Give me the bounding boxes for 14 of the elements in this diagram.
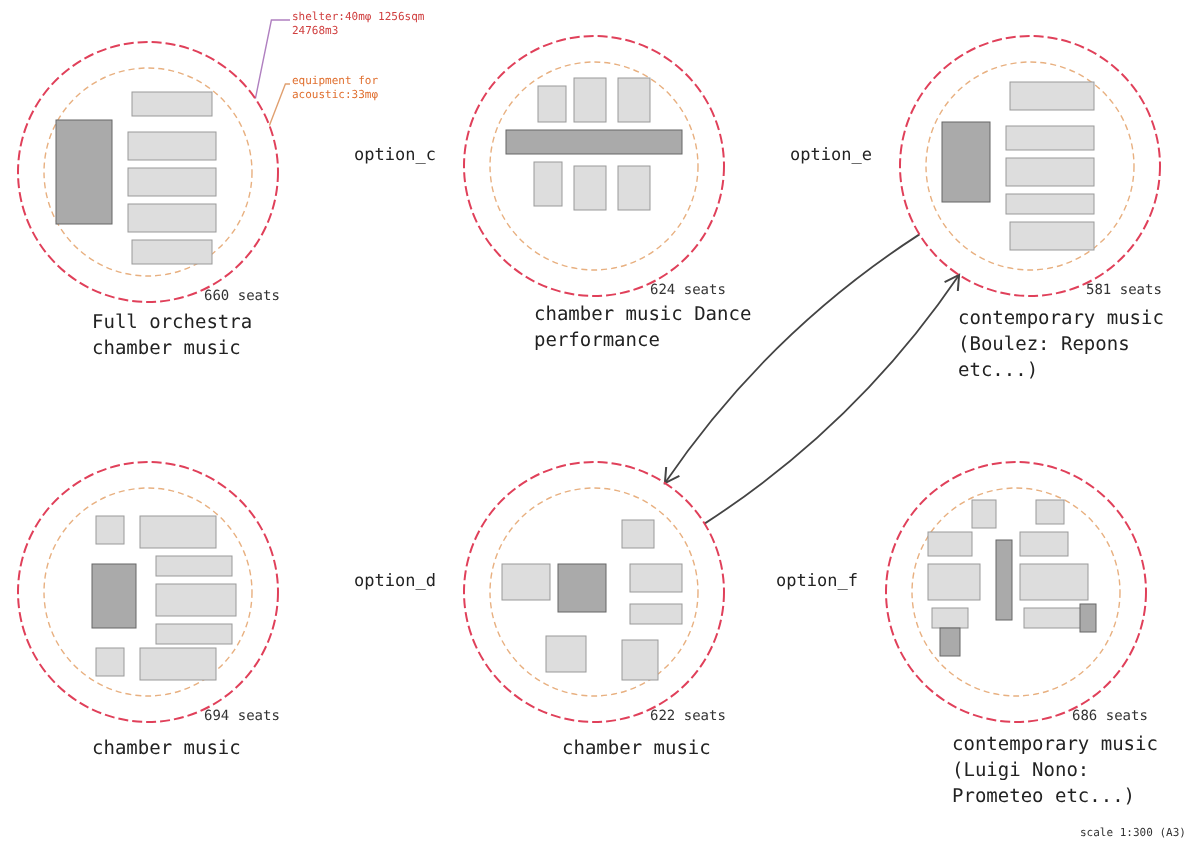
- plan-caption: Full orchestra chamber music: [92, 310, 255, 362]
- option-label: option_d: [354, 572, 436, 592]
- plan-caption: chamber music: [92, 736, 243, 762]
- plan-caption: contemporary music (Luigi Nono: Prometeo etc...): [952, 732, 1160, 810]
- plan-caption: chamber music Dance performance: [534, 302, 754, 354]
- option-label: option_f: [776, 572, 858, 592]
- leader-line: [268, 83, 291, 127]
- leader-line: [254, 19, 291, 100]
- plan-caption: contemporary music (Boulez: Repons etc...): [958, 306, 1166, 384]
- arrow: [703, 273, 961, 525]
- plan-caption: chamber music: [562, 736, 713, 762]
- arrow: [663, 233, 921, 485]
- option-label: option_e: [790, 146, 872, 166]
- option-label: option_c: [354, 146, 436, 166]
